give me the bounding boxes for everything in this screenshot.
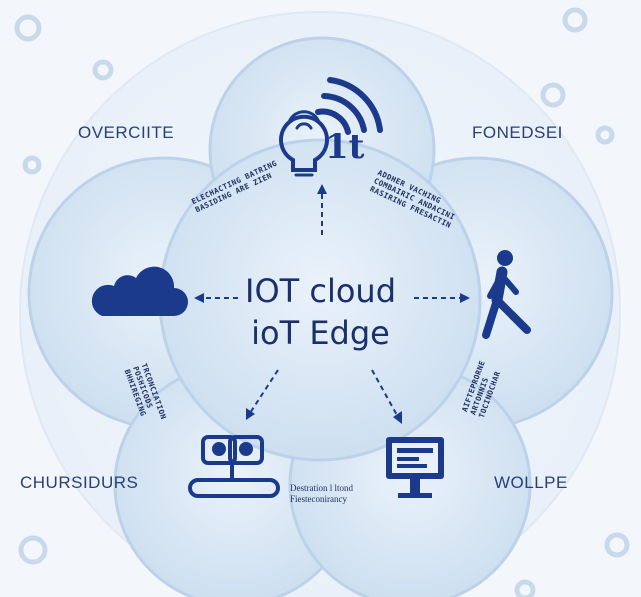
label-bottom-right: WOLLPE	[494, 473, 568, 492]
cloud-icon	[91, 266, 188, 316]
center-title-edge: ioT Edge	[251, 314, 390, 352]
bottom-caption: Destration l ltond Fiesteconirancy	[290, 483, 353, 504]
label-top-right: FONEDSEI	[472, 123, 563, 142]
top-icon-text: 1t	[325, 127, 365, 167]
background-gears	[14, 7, 630, 597]
center-title-cloud: IOT cloud	[245, 272, 396, 310]
people-devices-icon	[188, 435, 280, 498]
walking-person-icon	[482, 250, 531, 339]
lightbulb-wifi-icon	[279, 77, 383, 177]
connector-arrows	[202, 192, 462, 418]
petal-circles	[27, 36, 614, 597]
label-top-left: OVERCIITE	[78, 123, 175, 142]
label-bottom-left: CHURSIDURS	[20, 473, 139, 492]
arrow-heads	[194, 184, 470, 424]
monitor-icon	[386, 437, 444, 498]
